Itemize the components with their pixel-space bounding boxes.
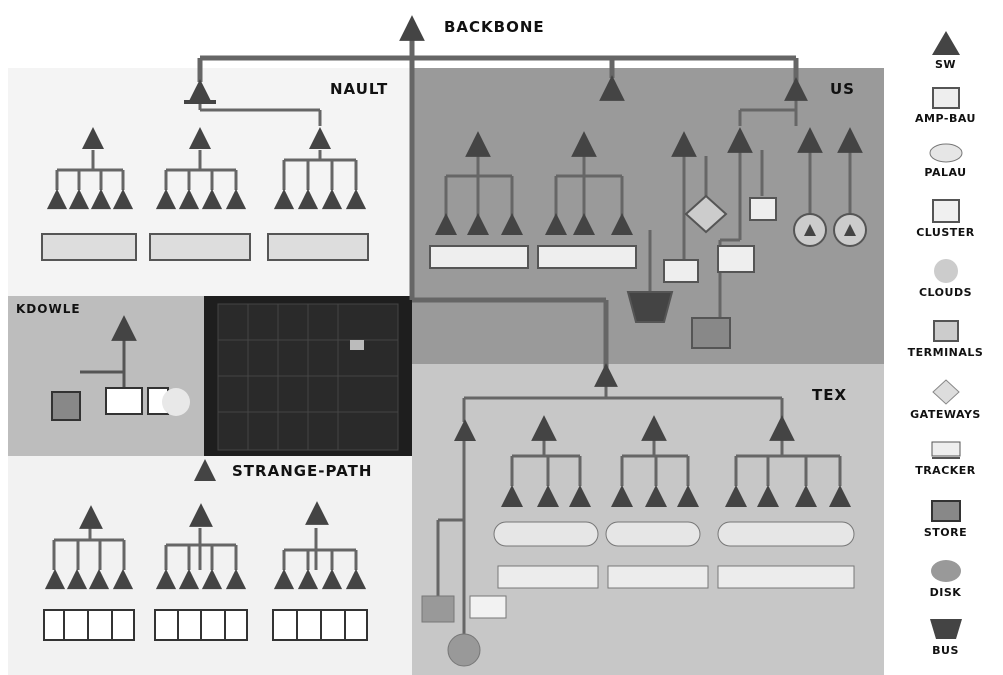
switch-box-icon bbox=[931, 86, 961, 110]
legend-label: DISK bbox=[888, 586, 1003, 599]
router-icon bbox=[931, 30, 961, 56]
legend: SW AMP-BAU PALAU CLUSTER CLOUDS TERMINAL… bbox=[888, 0, 1003, 675]
legend-label: CLUSTER bbox=[888, 226, 1003, 239]
legend-label: GATEWAYS bbox=[888, 408, 1003, 421]
region-sw-label: STRANGE-PATH bbox=[232, 462, 372, 480]
legend-item-disk: DISK bbox=[888, 558, 1003, 599]
root-label: BACKBONE bbox=[444, 18, 545, 36]
legend-label: STORE bbox=[888, 526, 1003, 539]
region-ne-label: US bbox=[830, 80, 855, 98]
cluster-box-icon bbox=[931, 198, 961, 224]
legend-label: AMP-BAU bbox=[888, 112, 1003, 125]
legend-item-cloud: CLOUDS bbox=[888, 258, 1003, 299]
storage-box-icon bbox=[929, 498, 963, 524]
region-sw bbox=[8, 456, 412, 675]
region-nw-label: NAULT bbox=[330, 80, 388, 98]
network-diagram bbox=[0, 0, 888, 675]
ellipse-node-icon bbox=[928, 142, 964, 164]
region-se bbox=[412, 364, 884, 675]
diamond-icon bbox=[931, 378, 961, 406]
legend-item-tracker: TRACKER bbox=[888, 438, 1003, 477]
tray-icon bbox=[929, 438, 963, 462]
region-se-label: TEX bbox=[812, 386, 847, 404]
legend-item-terminal: TERMINALS bbox=[888, 318, 1003, 359]
terminal-box-icon bbox=[931, 318, 961, 344]
legend-label: BUS bbox=[888, 644, 1003, 657]
legend-label: TRACKER bbox=[888, 464, 1003, 477]
legend-item-store: STORE bbox=[888, 498, 1003, 539]
legend-item-switch: AMP-BAU bbox=[888, 86, 1003, 125]
disk-oval-icon bbox=[928, 558, 964, 584]
region-mid-label: KDOWLE bbox=[16, 302, 81, 316]
nw-terminal-row bbox=[42, 234, 368, 260]
bucket-icon bbox=[928, 616, 964, 642]
legend-item-bus: BUS bbox=[888, 616, 1003, 657]
legend-label: TERMINALS bbox=[888, 346, 1003, 359]
legend-item-cluster: CLUSTER bbox=[888, 198, 1003, 239]
legend-item-ellipse: PALAU bbox=[888, 142, 1003, 179]
legend-item-router: SW bbox=[888, 30, 1003, 71]
cloud-circle-icon bbox=[931, 258, 961, 284]
legend-label: CLOUDS bbox=[888, 286, 1003, 299]
region-mid bbox=[8, 296, 204, 456]
root-router-icon[interactable] bbox=[399, 15, 425, 41]
sw-terminal-row bbox=[44, 610, 367, 640]
photo-rack-image bbox=[218, 304, 398, 450]
legend-label: SW bbox=[888, 58, 1003, 71]
legend-item-gateway: GATEWAYS bbox=[888, 378, 1003, 421]
legend-label: PALAU bbox=[888, 166, 1003, 179]
